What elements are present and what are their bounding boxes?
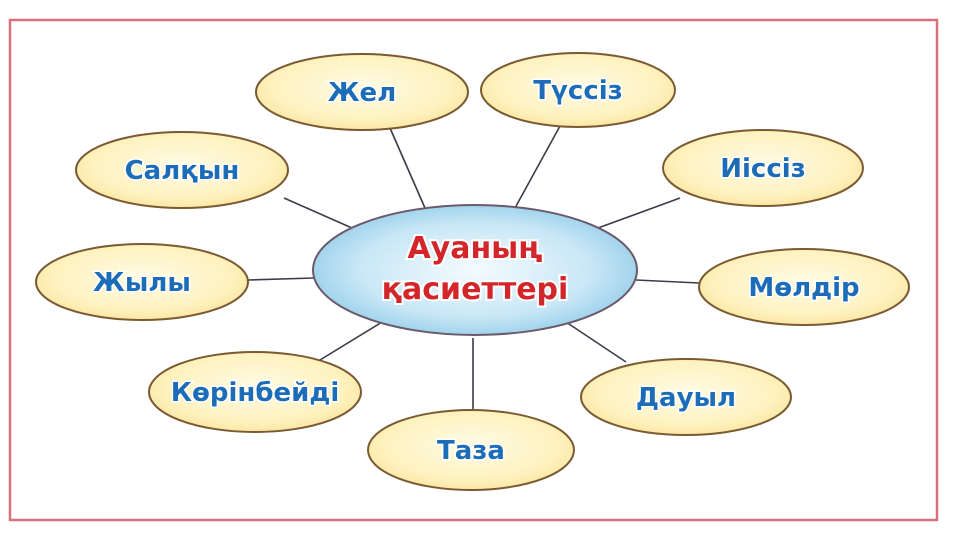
node-korinbeidi: Көрінбейді <box>148 351 362 433</box>
node-label: Түссіз <box>533 76 623 106</box>
node-salqyn: Салқын <box>75 131 289 209</box>
node-label: Жылы <box>93 268 191 298</box>
node-moldir: Мөлдір <box>698 248 910 326</box>
node-zhyly: Жылы <box>35 243 249 321</box>
connector-salqyn <box>283 197 353 229</box>
center-title-line2: қасиеттері <box>382 272 569 307</box>
node-taza: Таза <box>367 409 575 491</box>
node-label: Мөлдір <box>748 273 859 303</box>
center-title-line1: Ауаның <box>407 231 542 266</box>
node-label: Жел <box>328 78 397 108</box>
connectors <box>247 125 700 412</box>
node-label: Салқын <box>125 156 240 186</box>
node-iissiz: Иіссіз <box>662 129 864 207</box>
node-tussiz: Түссіз <box>480 52 676 128</box>
node-label: Көрінбейді <box>171 378 340 408</box>
connector-dauyl <box>565 321 627 363</box>
connector-moldir <box>635 279 700 284</box>
connector-korinbeidi <box>319 321 383 361</box>
center-node: Ауаның қасиеттері <box>312 204 638 336</box>
connector-iissiz <box>597 197 681 229</box>
node-zhel: Жел <box>255 53 469 131</box>
node-label: Таза <box>437 436 505 466</box>
connector-zhyly <box>247 277 315 281</box>
connector-zhel <box>389 127 426 209</box>
connector-tussiz <box>514 125 561 209</box>
node-label: Дауыл <box>636 383 736 413</box>
node-label: Иіссіз <box>720 154 806 184</box>
node-dauyl: Дауыл <box>580 358 792 436</box>
